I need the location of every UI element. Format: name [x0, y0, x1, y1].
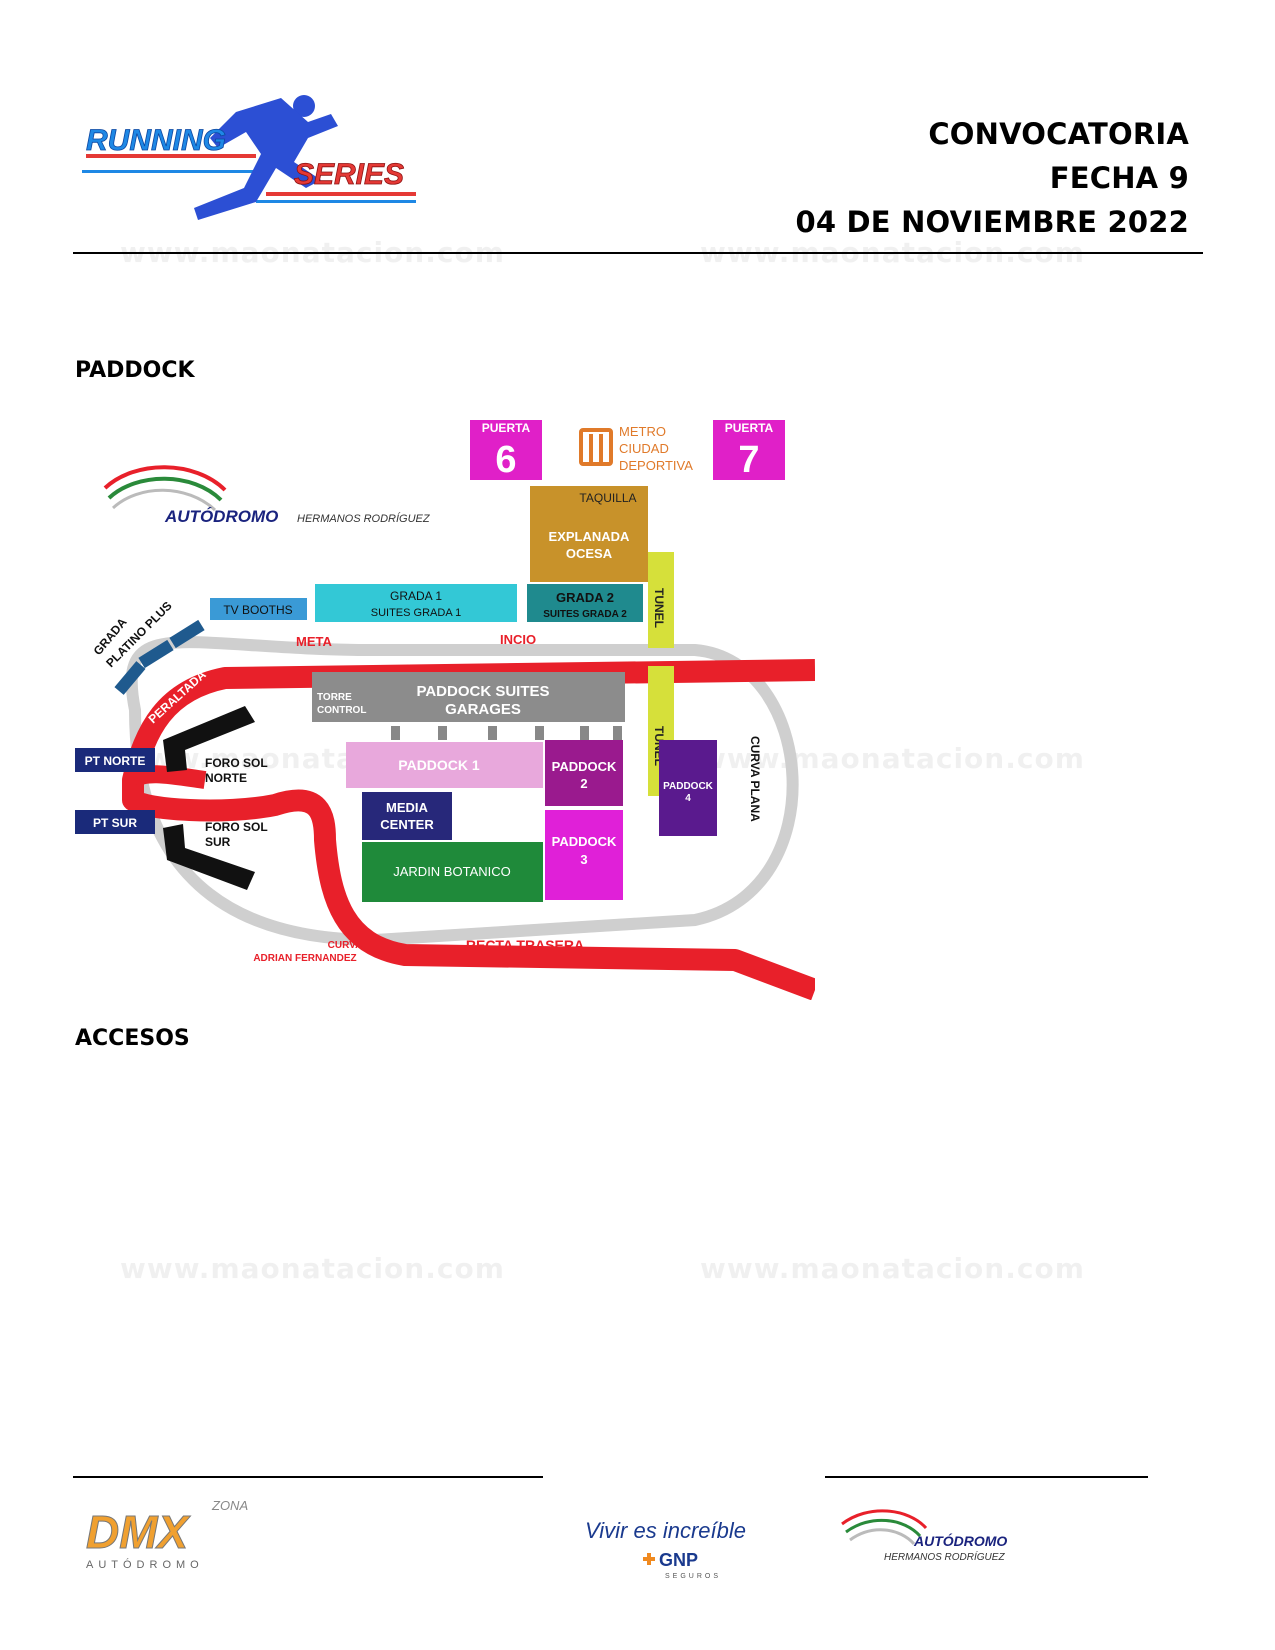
- explanada-line2: OCESA: [566, 546, 613, 561]
- grada-2-line2: SUITES GRADA 2: [543, 609, 627, 620]
- gnp-logo: Vivir es increíble GNP SEGUROS: [585, 1516, 785, 1586]
- watermark-2: www.maonatacion.com: [700, 236, 1085, 269]
- pt-norte-label: PT NORTE: [85, 754, 146, 768]
- tunel-top-label: TUNEL: [652, 588, 666, 628]
- paddock-4[interactable]: PADDOCK 4: [659, 740, 717, 836]
- title-convocatoria: CONVOCATORIA: [928, 117, 1189, 151]
- grada-2-line1: GRADA 2: [556, 590, 614, 605]
- pt-norte[interactable]: PT NORTE: [75, 748, 155, 772]
- gnp-tagline: Vivir es increíble: [585, 1518, 746, 1543]
- foro-sur-line2: SUR: [205, 835, 231, 849]
- title-date: 04 DE NOVIEMBRE 2022: [795, 205, 1189, 239]
- dmx-zona: ZONA: [211, 1498, 248, 1513]
- paddock-2-line2: 2: [580, 776, 587, 791]
- torre-line1: TORRE: [317, 692, 352, 703]
- media-line2: CENTER: [380, 817, 434, 832]
- puerta-7-number: 7: [738, 439, 759, 481]
- running-series-logo: RUNNING SERIES: [76, 92, 421, 227]
- taquilla-label: TAQUILLA: [579, 491, 636, 505]
- accesos-heading: ACCESOS: [75, 1026, 190, 1051]
- watermark-4: www.maonatacion.com: [700, 742, 1085, 775]
- ahr-main: AUTÓDROMO: [913, 1532, 1007, 1549]
- autodromo-map-logo: AUTÓDROMO HERMANOS RODRÍGUEZ: [103, 465, 431, 526]
- autodromo-footer-logo: AUTÓDROMO HERMANOS RODRÍGUEZ: [838, 1500, 1038, 1570]
- puerta-7-label: PUERTA: [725, 421, 774, 435]
- paddock-2-line1: PADDOCK: [552, 759, 617, 774]
- metro-line3: DEPORTIVA: [619, 458, 693, 473]
- paddock-suites-line1: PADDOCK SUITES: [416, 683, 549, 700]
- running-wordmark: RUNNING: [86, 124, 226, 157]
- foro-sol-sur[interactable]: FORO SOL SUR: [163, 820, 268, 890]
- curva-adrian-line2: ADRIAN FERNANDEZ: [253, 953, 356, 964]
- paddock-3[interactable]: PADDOCK 3: [545, 810, 623, 900]
- title-fecha: FECHA 9: [1049, 161, 1189, 195]
- paddock-4-line1: PADDOCK: [663, 781, 714, 792]
- metro-ciudad-deportiva: METRO CIUDAD DEPORTIVA: [579, 424, 693, 473]
- header-rule: [73, 252, 1203, 254]
- gnp-star-icon: [643, 1553, 655, 1565]
- garage-markers: [391, 726, 622, 740]
- puerta-6-number: 6: [495, 439, 516, 481]
- dmx-main: DMX: [86, 1506, 191, 1558]
- foro-norte-line2: NORTE: [205, 771, 247, 785]
- paddock-3-line1: PADDOCK: [552, 834, 617, 849]
- watermark-1: www.maonatacion.com: [120, 236, 505, 269]
- footer-rule-right: [825, 1476, 1148, 1478]
- paddock-suites-garages[interactable]: TORRE CONTROL PADDOCK SUITES GARAGES: [312, 672, 625, 722]
- header-title-block: CONVOCATORIA FECHA 9 04 DE NOVIEMBRE 202…: [795, 112, 1189, 244]
- puerta-7[interactable]: PUERTA 7: [713, 416, 785, 481]
- metro-icon: [579, 428, 613, 466]
- meta-label: META: [296, 634, 332, 649]
- foro-sur-line1: FORO SOL: [205, 820, 268, 834]
- paddock-heading: PADDOCK: [75, 358, 195, 383]
- curva-plana-label: CURVA PLANA: [748, 736, 762, 822]
- inicio-label: INCIO: [500, 632, 536, 647]
- watermark-5: www.maonatacion.com: [120, 1252, 505, 1285]
- media-line1: MEDIA: [386, 800, 429, 815]
- grada-1-line2: SUITES GRADA 1: [371, 607, 461, 619]
- gnp-brand: GNP: [659, 1550, 698, 1570]
- jardin-botanico[interactable]: JARDIN BOTANICO: [362, 842, 543, 902]
- paddock-suites-line2: GARAGES: [445, 701, 521, 718]
- map-brand-main: AUTÓDROMO: [164, 507, 278, 526]
- series-wordmark: SERIES: [294, 158, 404, 191]
- explanada-line1: EXPLANADA: [549, 529, 631, 544]
- puerta-6[interactable]: PUERTA 6: [470, 416, 542, 481]
- dmx-sub: AUTÓDROMO: [86, 1558, 204, 1571]
- explanada-ocesa[interactable]: TAQUILLA EXPLANADA OCESA: [530, 486, 648, 582]
- grada-2[interactable]: GRADA 2 SUITES GRADA 2: [527, 584, 643, 622]
- grada-1-line1: GRADA 1: [390, 589, 442, 603]
- ahr-sub: HERMANOS RODRÍGUEZ: [884, 1550, 1005, 1563]
- torre-line2: CONTROL: [317, 705, 366, 716]
- pt-sur[interactable]: PT SUR: [75, 810, 155, 834]
- foro-norte-line1: FORO SOL: [205, 756, 268, 770]
- tv-booths[interactable]: TV BOOTHS: [210, 598, 307, 620]
- footer-rule-left: [73, 1476, 543, 1478]
- zona-dmx-logo: ZONA DMX AUTÓDROMO: [82, 1496, 262, 1576]
- map-brand-sub: HERMANOS RODRÍGUEZ: [297, 512, 431, 525]
- tv-booths-label: TV BOOTHS: [223, 603, 292, 617]
- gnp-sub: SEGUROS: [665, 1573, 721, 1580]
- grada-1[interactable]: GRADA 1 SUITES GRADA 1: [315, 584, 517, 622]
- curva-adrian-line1: CURVA: [328, 940, 363, 951]
- recta-trasera-label: RECTA TRASERA: [466, 937, 584, 953]
- pt-sur-label: PT SUR: [93, 816, 137, 830]
- jardin-label: JARDIN BOTANICO: [393, 864, 511, 879]
- media-center[interactable]: MEDIA CENTER: [362, 792, 452, 840]
- watermark-6: www.maonatacion.com: [700, 1252, 1085, 1285]
- paddock-4-line2: 4: [685, 793, 691, 804]
- metro-line2: CIUDAD: [619, 441, 669, 456]
- paddock-1-label: PADDOCK 1: [398, 757, 480, 773]
- paddock-3-line2: 3: [580, 852, 587, 867]
- paddock-2[interactable]: PADDOCK 2: [545, 740, 623, 806]
- puerta-6-label: PUERTA: [482, 421, 531, 435]
- paddock-1[interactable]: PADDOCK 1: [346, 742, 543, 788]
- paddock-map: AUTÓDROMO HERMANOS RODRÍGUEZ PUERTA 6 ME…: [75, 416, 819, 1001]
- foro-sol-norte[interactable]: FORO SOL NORTE: [163, 706, 268, 785]
- metro-line1: METRO: [619, 424, 666, 439]
